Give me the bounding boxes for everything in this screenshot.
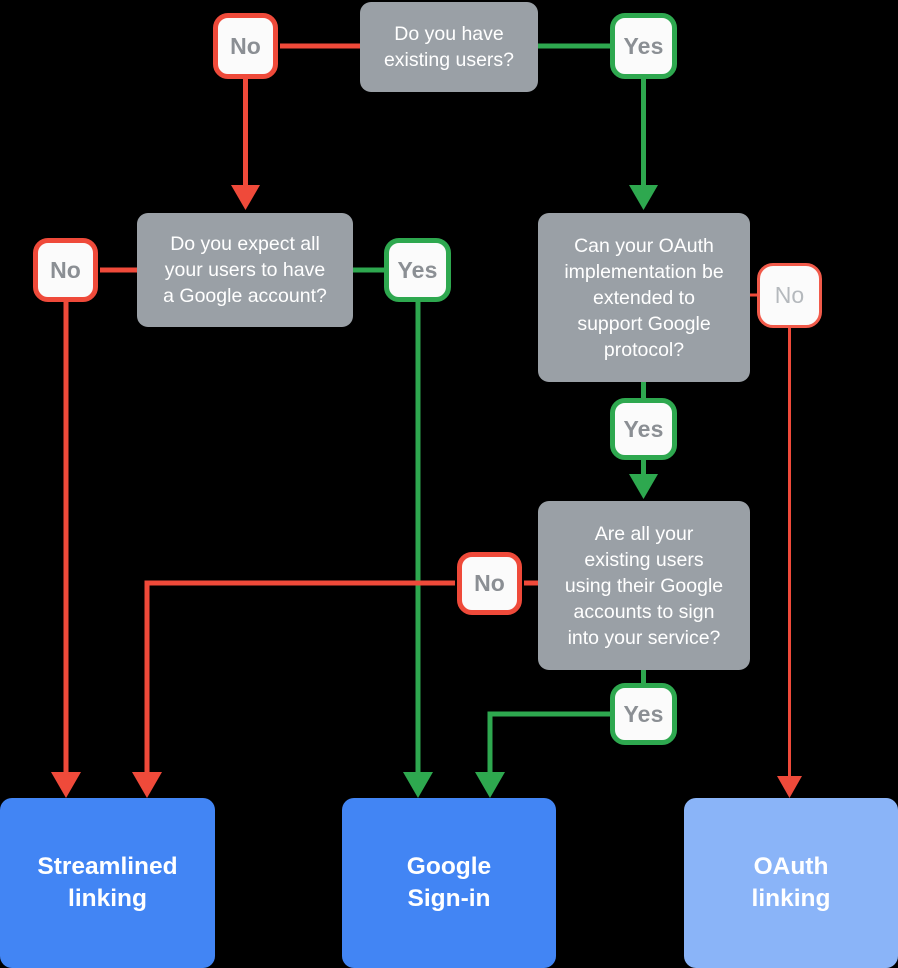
result-label: OAuth linking bbox=[751, 853, 831, 912]
question-box-existing-users[interactable]: Do you have existing users? bbox=[360, 2, 538, 92]
question-box-google-account[interactable]: Do you expect all your users to have a G… bbox=[137, 213, 353, 327]
badge-no-users-google-signin[interactable]: No bbox=[457, 552, 522, 615]
badge-label: No bbox=[50, 256, 81, 283]
badge-label: Yes bbox=[623, 32, 664, 59]
badge-label: Yes bbox=[623, 700, 664, 727]
question-text: Are all your existing users using their … bbox=[564, 522, 724, 649]
badge-no-existing-users[interactable]: No bbox=[213, 13, 278, 79]
arrowhead-streamlined-2 bbox=[132, 772, 162, 798]
result-box-google-signin[interactable]: Google Sign-in bbox=[342, 798, 556, 968]
arrowhead-q3 bbox=[629, 185, 658, 210]
badge-no-google-account[interactable]: No bbox=[33, 238, 98, 302]
badge-label: No bbox=[230, 32, 261, 59]
question-box-oauth-extendable[interactable]: Can your OAuth implementation be extende… bbox=[538, 213, 750, 382]
edge-yes-q4-to-google-signin bbox=[487, 711, 612, 778]
question-text: Do you have existing users? bbox=[383, 23, 515, 71]
question-box-users-google-signin[interactable]: Are all your existing users using their … bbox=[538, 501, 750, 670]
badge-yes-oauth-extendable[interactable]: Yes bbox=[610, 398, 677, 460]
badge-yes-google-account[interactable]: Yes bbox=[384, 238, 451, 302]
result-box-streamlined-linking[interactable]: Streamlined linking bbox=[0, 798, 215, 968]
result-label: Streamlined linking bbox=[37, 853, 178, 912]
arrowhead-q2 bbox=[231, 185, 260, 210]
badge-yes-users-google-signin[interactable]: Yes bbox=[610, 683, 677, 745]
result-box-oauth-linking[interactable]: OAuth linking bbox=[684, 798, 898, 968]
badge-label: Yes bbox=[623, 415, 664, 442]
badge-no-oauth-extendable[interactable]: No bbox=[757, 263, 822, 328]
badge-label: No bbox=[474, 570, 505, 596]
edge-no-q4-to-streamlined bbox=[144, 580, 455, 778]
arrowhead-oauth-linking bbox=[777, 776, 802, 798]
arrowhead-google-signin-2 bbox=[475, 772, 505, 798]
arrowhead-streamlined-1 bbox=[51, 772, 81, 798]
arrowhead-q4 bbox=[629, 474, 658, 499]
question-text: Do you expect all your users to have a G… bbox=[163, 233, 327, 307]
result-label: Google Sign-in bbox=[406, 853, 492, 912]
badge-label: Yes bbox=[397, 256, 438, 283]
question-text: Can your OAuth implementation be extende… bbox=[564, 234, 724, 361]
badge-label: No bbox=[774, 282, 805, 308]
badge-yes-existing-users[interactable]: Yes bbox=[610, 13, 677, 79]
arrowhead-google-signin-1 bbox=[403, 772, 433, 798]
